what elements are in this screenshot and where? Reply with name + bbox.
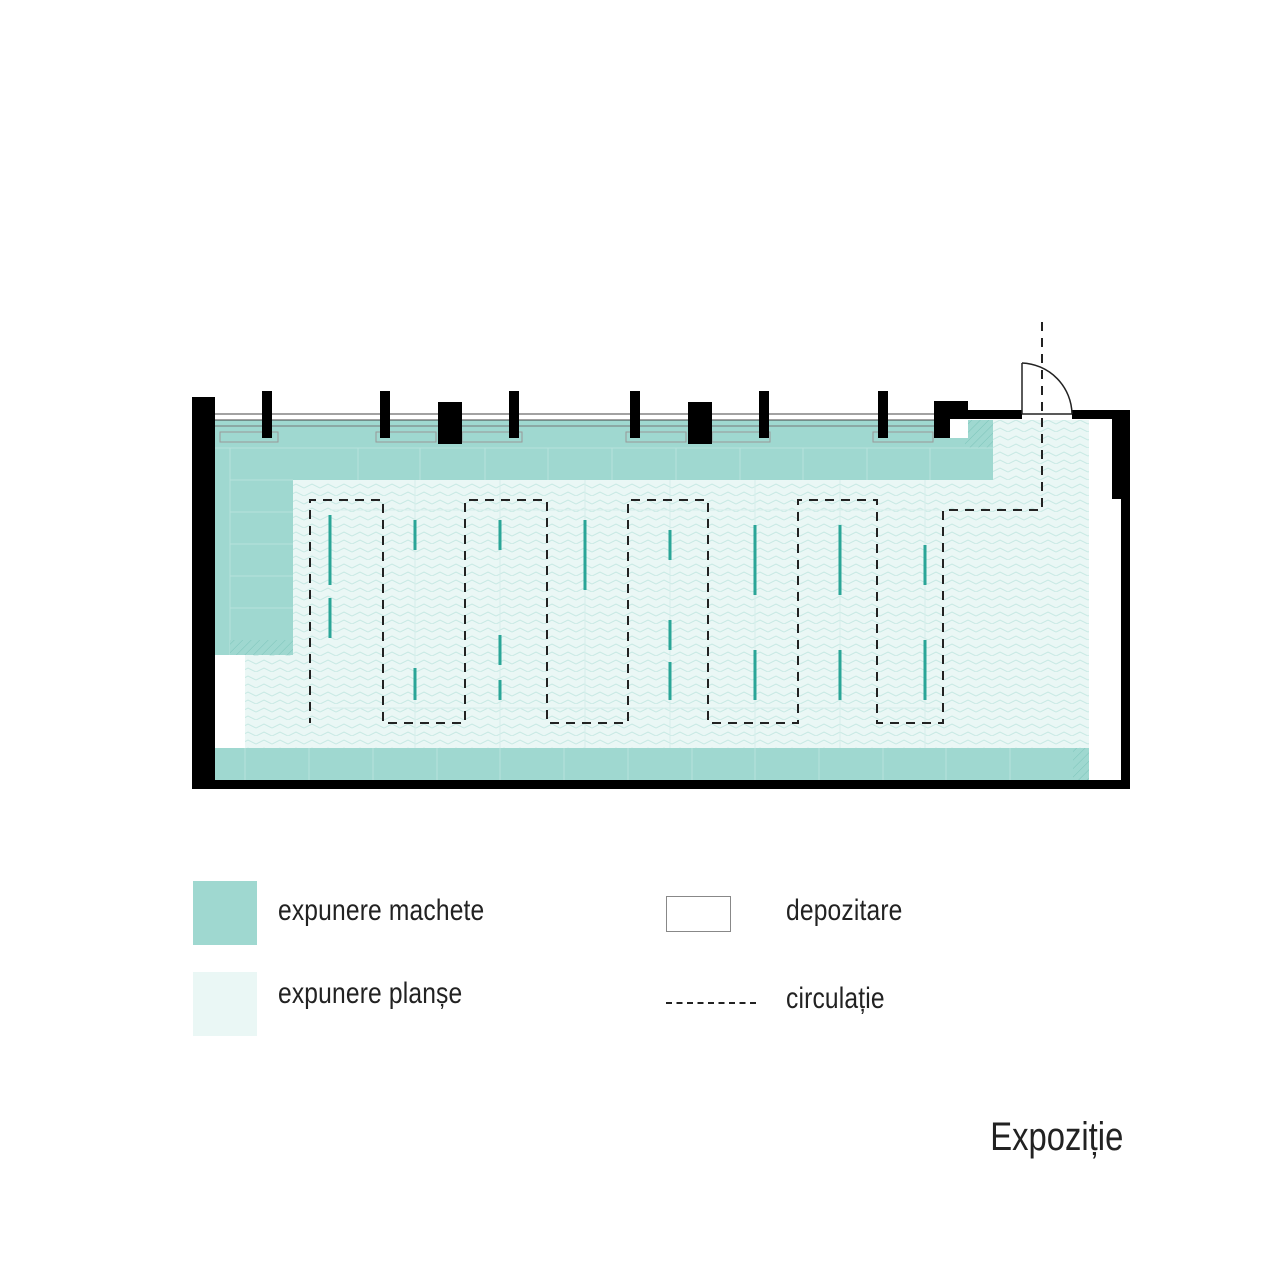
legend-label-storage: depozitare xyxy=(786,894,903,927)
window-strip xyxy=(215,413,934,443)
columns xyxy=(262,391,888,444)
wall-bottom xyxy=(192,780,1130,789)
wall-left xyxy=(192,397,215,789)
legend-swatch-storage xyxy=(666,896,731,932)
legend-swatch-boards xyxy=(193,972,257,1036)
legend-label-models: expunere machete xyxy=(278,894,485,927)
entrance-door-icon xyxy=(1021,362,1073,415)
models-bottom-row xyxy=(215,748,1089,780)
mullion xyxy=(262,391,272,438)
walls xyxy=(192,397,1130,789)
mullion xyxy=(759,391,769,438)
column xyxy=(438,402,462,444)
legend-swatch-circulation xyxy=(666,1002,756,1004)
board-grid xyxy=(330,480,940,748)
mullion xyxy=(509,391,519,438)
wall-right xyxy=(1121,410,1130,789)
wall-top-right xyxy=(968,410,1022,419)
models-left-column xyxy=(215,448,293,655)
circulation-path xyxy=(309,322,1043,724)
page-title: Expoziție xyxy=(989,1115,1123,1159)
mullion xyxy=(380,391,390,438)
wall-right-stub xyxy=(1112,419,1121,499)
models-top-row xyxy=(215,420,993,480)
wall-top-right-b xyxy=(1072,410,1130,419)
mullion xyxy=(630,391,640,438)
legend-label-boards: expunere planșe xyxy=(278,977,463,1010)
board-panels xyxy=(328,515,927,700)
storage-left xyxy=(215,655,245,748)
legend-label-circulation: circulație xyxy=(786,982,885,1015)
mullion xyxy=(878,391,888,438)
legend-swatch-models xyxy=(193,881,257,945)
column xyxy=(688,402,712,444)
